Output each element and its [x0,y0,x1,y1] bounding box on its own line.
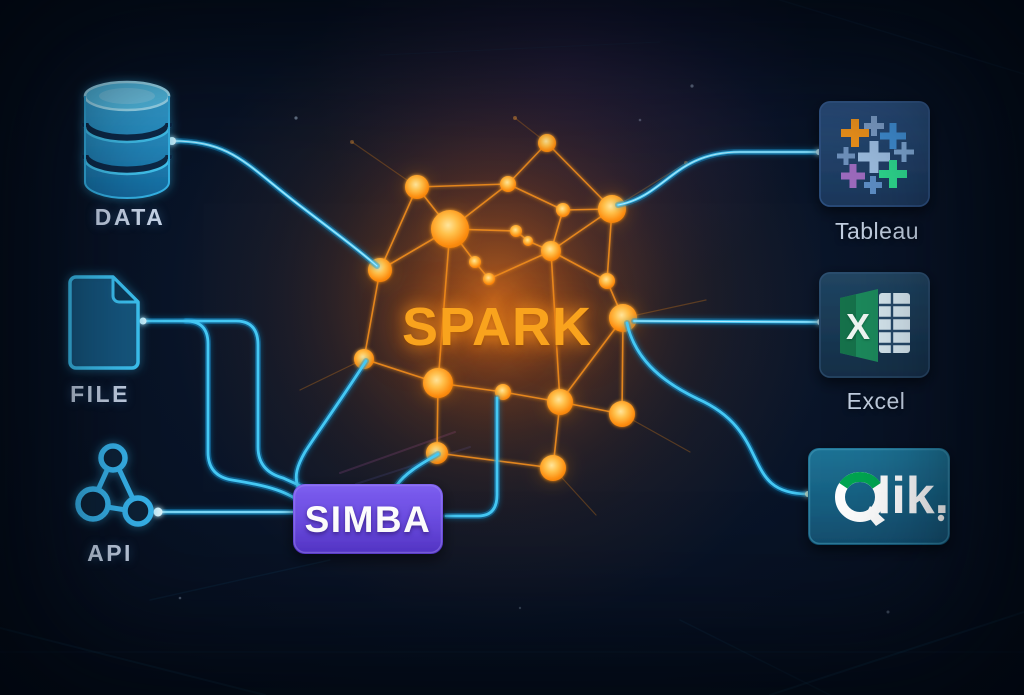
file-icon [68,275,140,370]
api-nodes-icon [75,443,154,527]
excel-label: Excel [846,388,906,414]
api-source-label: API [87,540,133,566]
tableau-label: Tableau [834,218,920,244]
spark-network-edges [299,116,707,516]
database-icon [81,80,173,200]
excel-logo-letter: X [845,306,871,347]
simba-label: SIMBA [304,499,432,540]
qlik-logo-icon [835,472,945,526]
file-source-label: FILE [70,381,130,407]
simba-badge [293,484,443,554]
excel-tile [819,272,930,378]
tableau-logo-icon [837,116,914,194]
spark-label: SPARK [401,297,593,357]
data-source-label: DATA [94,204,166,230]
excel-logo-icon [840,289,910,362]
qlik-card [808,448,950,545]
tableau-tile [819,101,930,207]
qlik-logo-text: lik. [876,467,950,525]
spark-network-nodes [354,134,637,481]
